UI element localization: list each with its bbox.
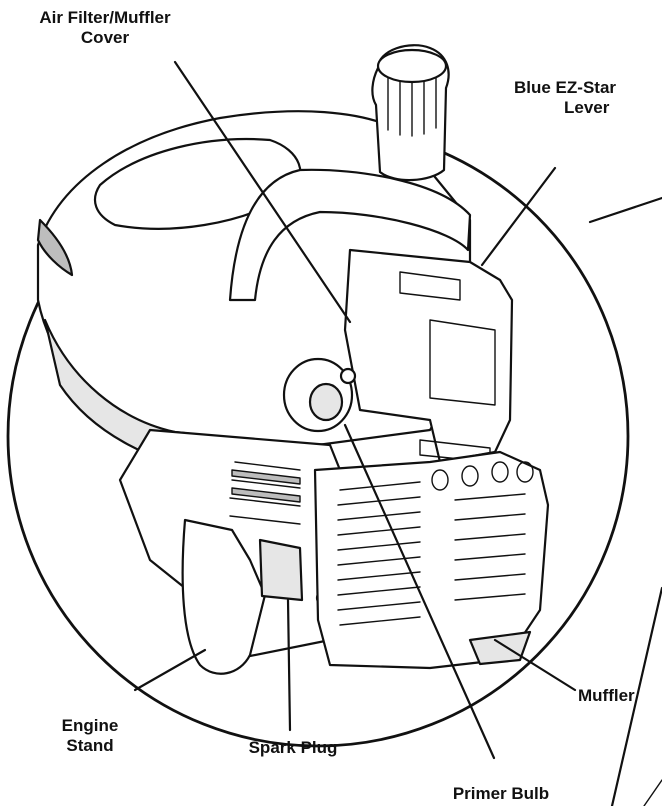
label-line-2: Cover [80,28,130,47]
spark-plug-boot [258,538,304,602]
primer-screw [339,367,357,385]
label-line-2: Lever [564,98,610,117]
label-text: Spark Plug [248,738,338,757]
leader-engine-stand [133,648,207,692]
leader-spark-plug [286,598,292,732]
detail-connector-top [588,196,662,224]
label-spark-plug: Spark Plug [228,738,358,758]
fuel-cap-top [376,48,448,84]
cover-slot-upper [399,271,461,301]
detail-connector-right [610,586,662,806]
label-line-1: Engine [61,716,119,735]
muffler-vent-holes [431,461,534,491]
label-primer-bulb: Primer Bulb [436,784,566,806]
cylinder-fins [229,461,301,525]
fin-shading [231,469,301,503]
housing-left-tab [36,218,74,277]
leader-air-filter [173,60,352,324]
primer-bulb [308,382,344,422]
label-engine-stand: Engine Stand [40,716,140,756]
leader-ez-start [480,166,557,267]
label-line-1: Air Filter/Muffler [39,8,171,27]
label-air-filter-muffler-cover: Air Filter/Muffler Cover [0,8,210,48]
detail-connector-bottom [643,779,662,806]
label-ez-start-lever: Blue EZ-Star Lever [508,78,662,118]
label-muffler: Muffler [570,686,662,706]
label-line-2: Stand [66,736,114,755]
label-line-1: Blue EZ-Star [514,78,617,97]
leader-muffler [493,638,577,692]
handle-loop [228,168,472,302]
muffler-side-slots [454,493,526,601]
fuel-cap-ridges [387,69,437,137]
label-text: Primer Bulb [452,784,550,803]
muffler-bottom-lip [468,630,532,666]
label-text: Muffler [578,686,635,705]
engine-stand [181,518,267,675]
leader-primer-bulb [343,423,496,760]
cover-window [429,319,496,406]
muffler-guard [313,450,550,670]
